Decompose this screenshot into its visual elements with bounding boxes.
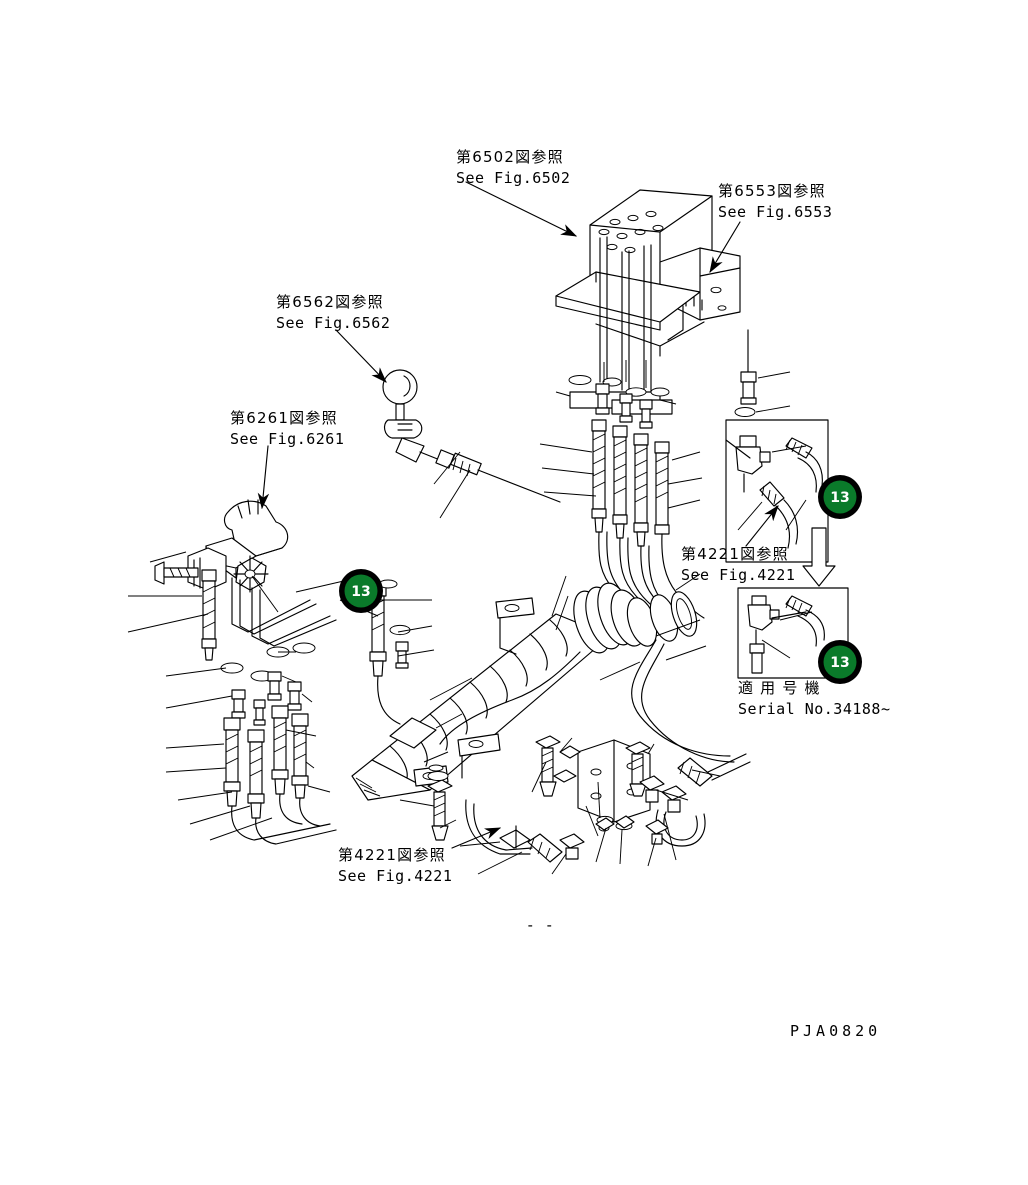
callout-fig6261-en: See Fig.6261	[230, 430, 344, 448]
callout-fig6553-jp: 第6553図参照	[718, 182, 826, 200]
balloon-13-right-upper[interactable]: 13	[818, 475, 862, 519]
balloon-13-left[interactable]: 13	[339, 569, 383, 613]
callout-fig6502-jp: 第6502図参照	[456, 148, 564, 166]
balloon-number: 13	[830, 490, 849, 506]
callout-fig6553: 第6553図参照 See Fig.6553	[718, 182, 832, 221]
callout-arrows	[257, 181, 779, 849]
upper-fitting-row	[568, 329, 757, 429]
drawing-code: PJA0820	[790, 1022, 881, 1040]
bottom-fitting-cluster	[427, 735, 751, 863]
balloon-13-right-lower[interactable]: 13	[818, 640, 862, 684]
callout-fig6562: 第6562図参照 See Fig.6562	[276, 293, 390, 332]
serial-note-jp: 適 用 号 機	[738, 679, 821, 697]
balloon-number: 13	[351, 584, 370, 600]
serial-number-note: 適 用 号 機 Serial No.34188~	[738, 679, 891, 718]
callout-fig4221-right-jp: 第4221図参照	[681, 545, 789, 563]
right-upper-inset-box	[725, 419, 829, 563]
callout-fig6261-jp: 第6261図参照	[230, 409, 338, 427]
callout-fig6261: 第6261図参照 See Fig.6261	[230, 409, 344, 448]
callout-fig4221-right-en: See Fig.4221	[681, 566, 795, 584]
callout-fig6553-en: See Fig.6553	[718, 203, 832, 221]
callout-fig6502-en: See Fig.6502	[456, 169, 570, 187]
balloon-fill	[823, 645, 857, 679]
page-mark: - -	[526, 916, 555, 934]
control-lever-assembly	[382, 369, 561, 503]
flexible-duct-assembly	[351, 582, 735, 801]
callout-fig4221-bottom-jp: 第4221図参照	[338, 846, 446, 864]
callout-fig6562-jp: 第6562図参照	[276, 293, 384, 311]
callout-fig4221-bottom-en: See Fig.4221	[338, 867, 452, 885]
balloon-fill	[823, 480, 857, 514]
callout-fig4221-bottom: 第4221図参照 See Fig.4221	[338, 846, 452, 885]
balloon-number: 13	[830, 655, 849, 671]
left-pump-fitting-cluster	[154, 499, 337, 845]
leader-lines	[127, 360, 813, 875]
serial-note-en: Serial No.34188~	[738, 700, 891, 718]
balloon-fill	[344, 574, 378, 608]
inset-link-arrow	[802, 527, 836, 587]
callout-fig4221-right: 第4221図参照 See Fig.4221	[681, 545, 795, 584]
callout-fig6502: 第6502図参照 See Fig.6502	[456, 148, 570, 187]
callout-fig6562-en: See Fig.6562	[276, 314, 390, 332]
